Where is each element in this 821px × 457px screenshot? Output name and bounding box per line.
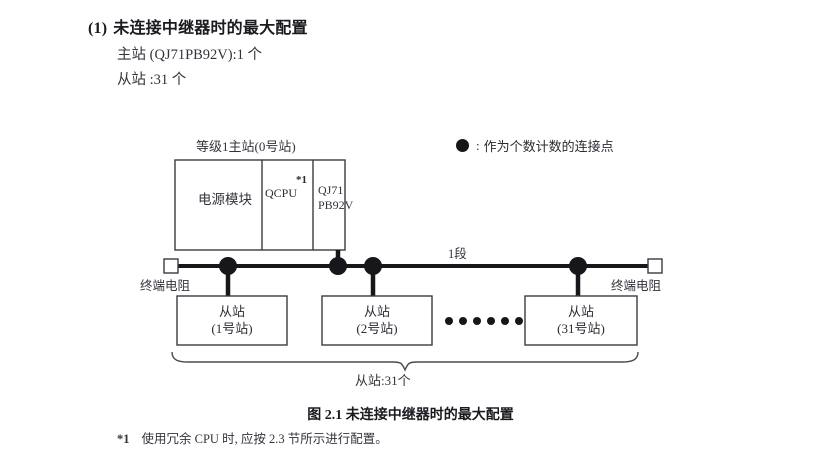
terminator-left-label: 终端电阻 xyxy=(140,279,191,293)
segment-label: 1段 xyxy=(448,247,467,261)
terminator-right-label: 终端电阻 xyxy=(611,279,662,293)
slave-station-box-1 xyxy=(176,295,288,346)
master-station-title: 等级1主站(0号站) xyxy=(196,139,296,154)
terminator-left-icon xyxy=(163,258,179,274)
slave-station-label-31: 从站 (31号站) xyxy=(525,303,637,337)
master-station-box xyxy=(174,159,346,251)
connection-point-slave-1 xyxy=(219,257,237,275)
footnote: *1 使用冗余 CPU 时, 应按 2.3 节所示进行配置。 xyxy=(117,428,388,447)
slave-label-line1: 从站 xyxy=(567,304,594,319)
terminator-right-icon xyxy=(647,258,663,274)
ellipsis-dots xyxy=(445,317,523,325)
footnote-mark: *1 xyxy=(117,432,130,446)
section-number: (1) xyxy=(88,20,108,37)
connection-point-slave-31 xyxy=(569,257,587,275)
cpu-footnote-mark: *1 xyxy=(296,174,307,186)
slave-station-box-2 xyxy=(321,295,433,346)
slave-label-line1: 从站 xyxy=(218,304,245,319)
pb92v-module-label-line1: QJ71 xyxy=(318,183,344,197)
slave-group-brace xyxy=(171,351,639,372)
power-module-label: 电源模块 xyxy=(198,192,252,207)
section-title: 未连接中继器时的最大配置 xyxy=(113,20,308,37)
footnote-text: 使用冗余 CPU 时, 应按 2.3 节所示进行配置。 xyxy=(141,432,388,446)
slave-label-line2: (31号站) xyxy=(557,321,605,336)
slave-label-line2: (1号站) xyxy=(211,321,253,336)
filled-circle-icon xyxy=(456,139,469,152)
slave-station-box-31 xyxy=(524,295,638,346)
slave-station-label-1: 从站 (1号站) xyxy=(177,303,287,337)
pb92v-module-label-line2: PB92V xyxy=(318,198,354,212)
slave-station-label-2: 从站 (2号站) xyxy=(322,303,432,337)
connection-point-master xyxy=(329,257,347,275)
cpu-module-label: QCPU xyxy=(265,186,298,200)
spec-master-count: 主站 (QJ71PB92V):1 个 xyxy=(117,47,263,63)
figure-caption: 图 2.1 未连接中继器时的最大配置 xyxy=(307,408,514,423)
section-heading: (1) 未连接中继器时的最大配置 xyxy=(88,14,308,38)
legend: : 作为个数计数的连接点 xyxy=(456,136,614,155)
connection-point-slave-2 xyxy=(364,257,382,275)
cpu-module-cell: QCPU *1 xyxy=(265,174,313,201)
slave-label-line2: (2号站) xyxy=(356,321,398,336)
slave-group-brace-label: 从站:31个 xyxy=(355,373,411,388)
spec-slave-count: 从站 :31 个 xyxy=(117,72,187,88)
legend-label: 作为个数计数的连接点 xyxy=(483,139,614,154)
slave-label-line1: 从站 xyxy=(363,304,390,319)
legend-separator: : xyxy=(476,137,480,153)
